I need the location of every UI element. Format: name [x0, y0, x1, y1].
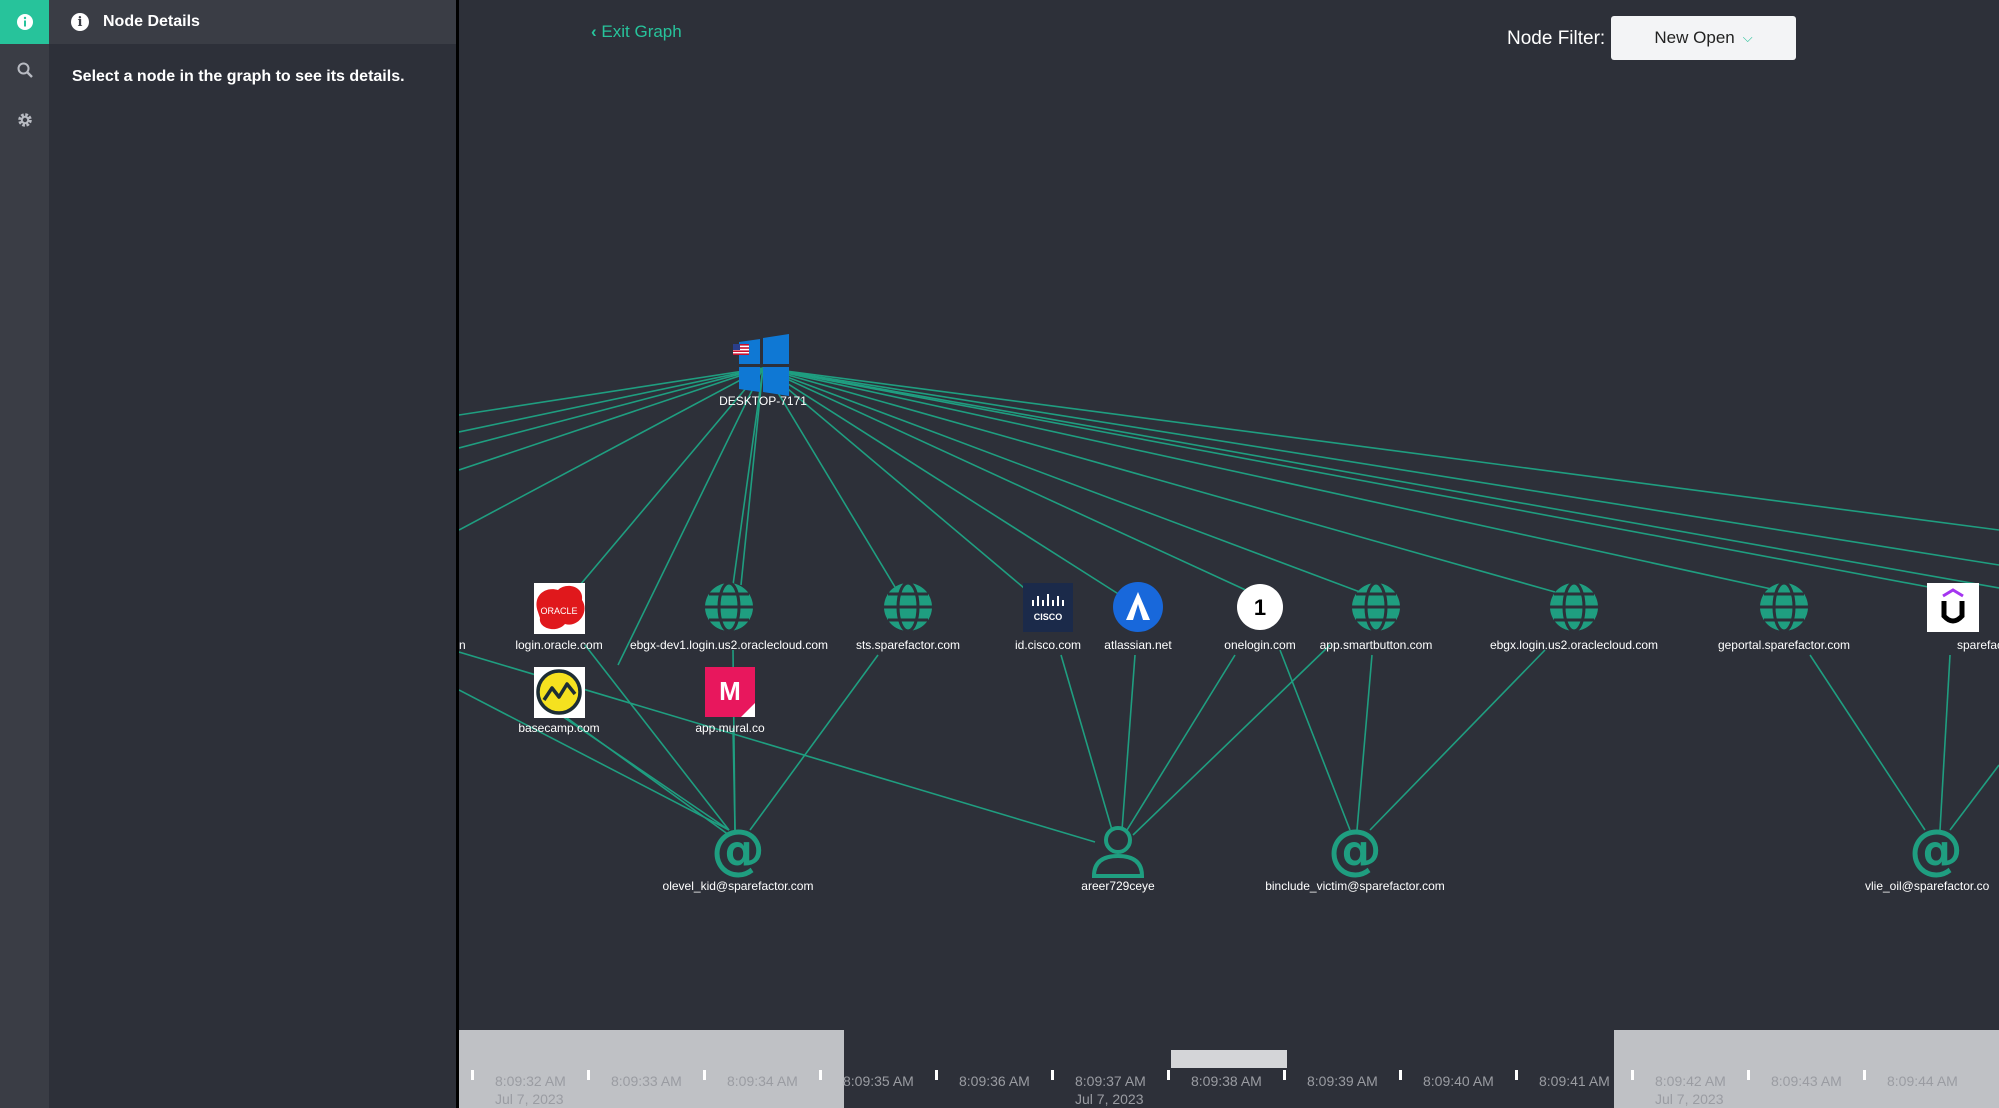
info-icon: i	[71, 13, 89, 31]
graph-edges	[459, 367, 1999, 843]
globe-icon[interactable]	[1760, 581, 1808, 633]
gear-icon[interactable]	[0, 98, 49, 142]
timeline-tick	[703, 1070, 706, 1080]
node-label: basecamp.com	[518, 721, 600, 735]
timeline-label: 8:09:33 AM	[611, 1073, 682, 1089]
exit-graph-link[interactable]: ‹ Exit Graph	[591, 22, 682, 42]
node-label: sparefactorindia.udem	[1957, 638, 1999, 652]
node-filter-value: New Open	[1654, 28, 1735, 47]
globe-icon[interactable]	[1550, 581, 1598, 633]
panel-title: Node Details	[103, 13, 200, 30]
timeline-label: 8:09:44 AM	[1887, 1073, 1958, 1089]
node-label: areer729ceye	[1081, 879, 1155, 893]
timeline-tick	[1283, 1070, 1286, 1080]
svg-text:@: @	[711, 818, 765, 881]
graph-svg: ORACLE CISCO 1	[459, 334, 1999, 881]
user-icon[interactable]	[1091, 826, 1145, 878]
udemy-logo-icon[interactable]	[1927, 583, 1979, 632]
timeline-label: 8:09:41 AM	[1539, 1073, 1610, 1089]
svg-text:@: @	[1909, 818, 1963, 881]
icon-rail	[0, 0, 49, 1108]
mural-logo-icon[interactable]: M	[705, 667, 755, 717]
chevron-down-icon: ⌵	[1742, 30, 1753, 45]
timeline-label: 8:09:39 AM	[1307, 1073, 1378, 1089]
svg-text:M: M	[719, 676, 741, 706]
timeline-tick	[1167, 1070, 1170, 1080]
chevron-left-icon: ‹	[591, 22, 597, 41]
timeline[interactable]: 8:09:32 AM 8:09:33 AM 8:09:34 AM 8:09:35…	[459, 1030, 1999, 1108]
timeline-tick	[1863, 1070, 1866, 1080]
timeline-label: 8:09:32 AM	[495, 1073, 566, 1089]
node-label: vlie_oil@sparefactor.co	[1865, 879, 1990, 893]
timeline-label: 8:09:43 AM	[1771, 1073, 1842, 1089]
timeline-label: 8:09:36 AM	[959, 1073, 1030, 1089]
oracle-logo-icon[interactable]: ORACLE	[534, 583, 585, 634]
timeline-tick	[1631, 1070, 1634, 1080]
windows-icon[interactable]	[733, 334, 789, 396]
node-label: ebgx-dev1.login.us2.oraclecloud.com	[629, 638, 829, 652]
timeline-date: Jul 7, 2023	[1655, 1091, 1724, 1107]
email-at-icon[interactable]: @	[1328, 818, 1382, 881]
node-label-desktop: DESKTOP-7171	[719, 394, 807, 408]
onelogin-logo-icon[interactable]: 1	[1237, 584, 1283, 630]
email-at-icon[interactable]: @	[1909, 818, 1963, 881]
node-label: sts.sparefactor.com	[855, 638, 961, 652]
node-filter-select[interactable]: New Open ⌵	[1611, 16, 1796, 60]
timeline-date: Jul 7, 2023	[495, 1091, 564, 1107]
timeline-out-of-range-right	[1614, 1030, 1999, 1108]
node-label: ebgx.login.us2.oraclecloud.com	[1489, 638, 1659, 652]
basecamp-logo-icon[interactable]	[534, 667, 585, 718]
node-label: olevel_kid@sparefactor.com	[662, 879, 814, 893]
node-label: atlassian.net	[1104, 638, 1172, 652]
empty-state-message: Select a node in the graph to see its de…	[72, 68, 405, 85]
timeline-tick	[1051, 1070, 1054, 1080]
email-at-icon[interactable]: @	[711, 818, 765, 881]
timeline-label: 8:09:42 AM	[1655, 1073, 1726, 1089]
timeline-brush-handle[interactable]	[1171, 1050, 1287, 1068]
atlassian-logo-icon[interactable]	[1113, 582, 1163, 632]
svg-text:1: 1	[1254, 595, 1266, 620]
timeline-label: 8:09:37 AM	[1075, 1073, 1146, 1089]
node-label: geportal.sparefactor.com	[1717, 638, 1851, 652]
timeline-label: 8:09:40 AM	[1423, 1073, 1494, 1089]
timeline-label: 8:09:38 AM	[1191, 1073, 1262, 1089]
node-label: app.smartbutton.com	[1319, 638, 1433, 652]
timeline-label: 8:09:34 AM	[727, 1073, 798, 1089]
globe-icon[interactable]	[1352, 581, 1400, 633]
timeline-tick	[935, 1070, 938, 1080]
svg-text:CISCO: CISCO	[1034, 612, 1063, 622]
globe-icon[interactable]	[705, 581, 753, 633]
timeline-tick	[1399, 1070, 1402, 1080]
timeline-tick	[1747, 1070, 1750, 1080]
timeline-label: 8:09:35 AM	[843, 1073, 914, 1089]
search-icon[interactable]	[0, 48, 49, 92]
node-label: onelogin.com	[1224, 638, 1296, 652]
node-label: app.mural.co	[695, 721, 765, 735]
svg-text:@: @	[1328, 818, 1382, 881]
exit-graph-label: Exit Graph	[601, 22, 682, 41]
node-label: binclude_victim@sparefactor.com	[1265, 879, 1445, 893]
node-label: login.oracle.com	[515, 638, 603, 652]
node-details-panel: i Node Details Select a node in the grap…	[49, 0, 459, 1108]
node-label: id.cisco.com	[1014, 638, 1082, 652]
timeline-tick	[819, 1070, 822, 1080]
node-filter-label: Node Filter:	[1507, 28, 1606, 49]
panel-header: i Node Details	[49, 0, 456, 44]
info-icon[interactable]	[0, 0, 49, 44]
timeline-out-of-range-left	[459, 1030, 844, 1108]
graph-canvas[interactable]: ORACLE CISCO 1	[459, 0, 1999, 1108]
cisco-logo-icon[interactable]: CISCO	[1023, 583, 1073, 632]
timeline-tick	[587, 1070, 590, 1080]
timeline-tick	[1515, 1070, 1518, 1080]
node-label-partial: n	[459, 638, 466, 652]
timeline-tick	[471, 1070, 474, 1080]
svg-text:ORACLE: ORACLE	[540, 606, 577, 616]
timeline-date: Jul 7, 2023	[1075, 1091, 1144, 1107]
globe-icon[interactable]	[884, 581, 932, 633]
